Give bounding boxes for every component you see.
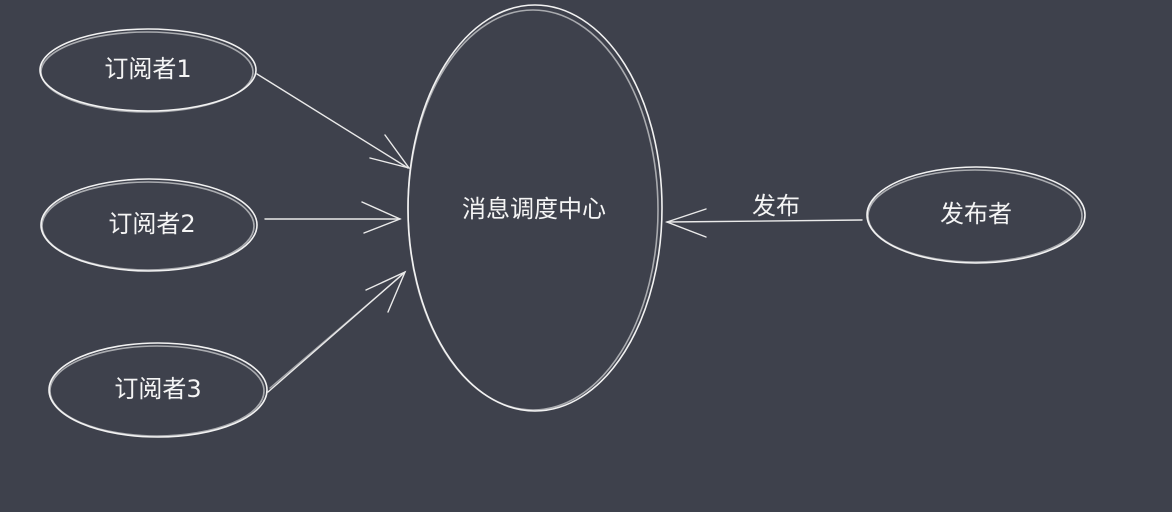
node-publisher: 发布者 [866,166,1086,264]
edge-publisher-center: 发布 [664,192,863,238]
node-subscriber1: 订阅者1 [39,28,257,113]
subscriber2-label: 订阅者2 [108,210,195,238]
edge-subscriber3-center [267,270,407,393]
center-label: 消息调度中心 [462,195,606,223]
subscriber1-label: 订阅者1 [104,55,191,83]
publisher-label: 发布者 [940,200,1012,228]
node-subscriber2: 订阅者2 [40,178,258,272]
edge-label-publish: 发布 [752,192,800,220]
node-subscriber3: 订阅者3 [48,342,268,438]
edge-subscriber1-center [256,73,411,170]
node-center: 消息调度中心 [407,4,663,412]
subscriber3-label: 订阅者3 [114,375,201,403]
edge-subscriber2-center [264,201,402,234]
